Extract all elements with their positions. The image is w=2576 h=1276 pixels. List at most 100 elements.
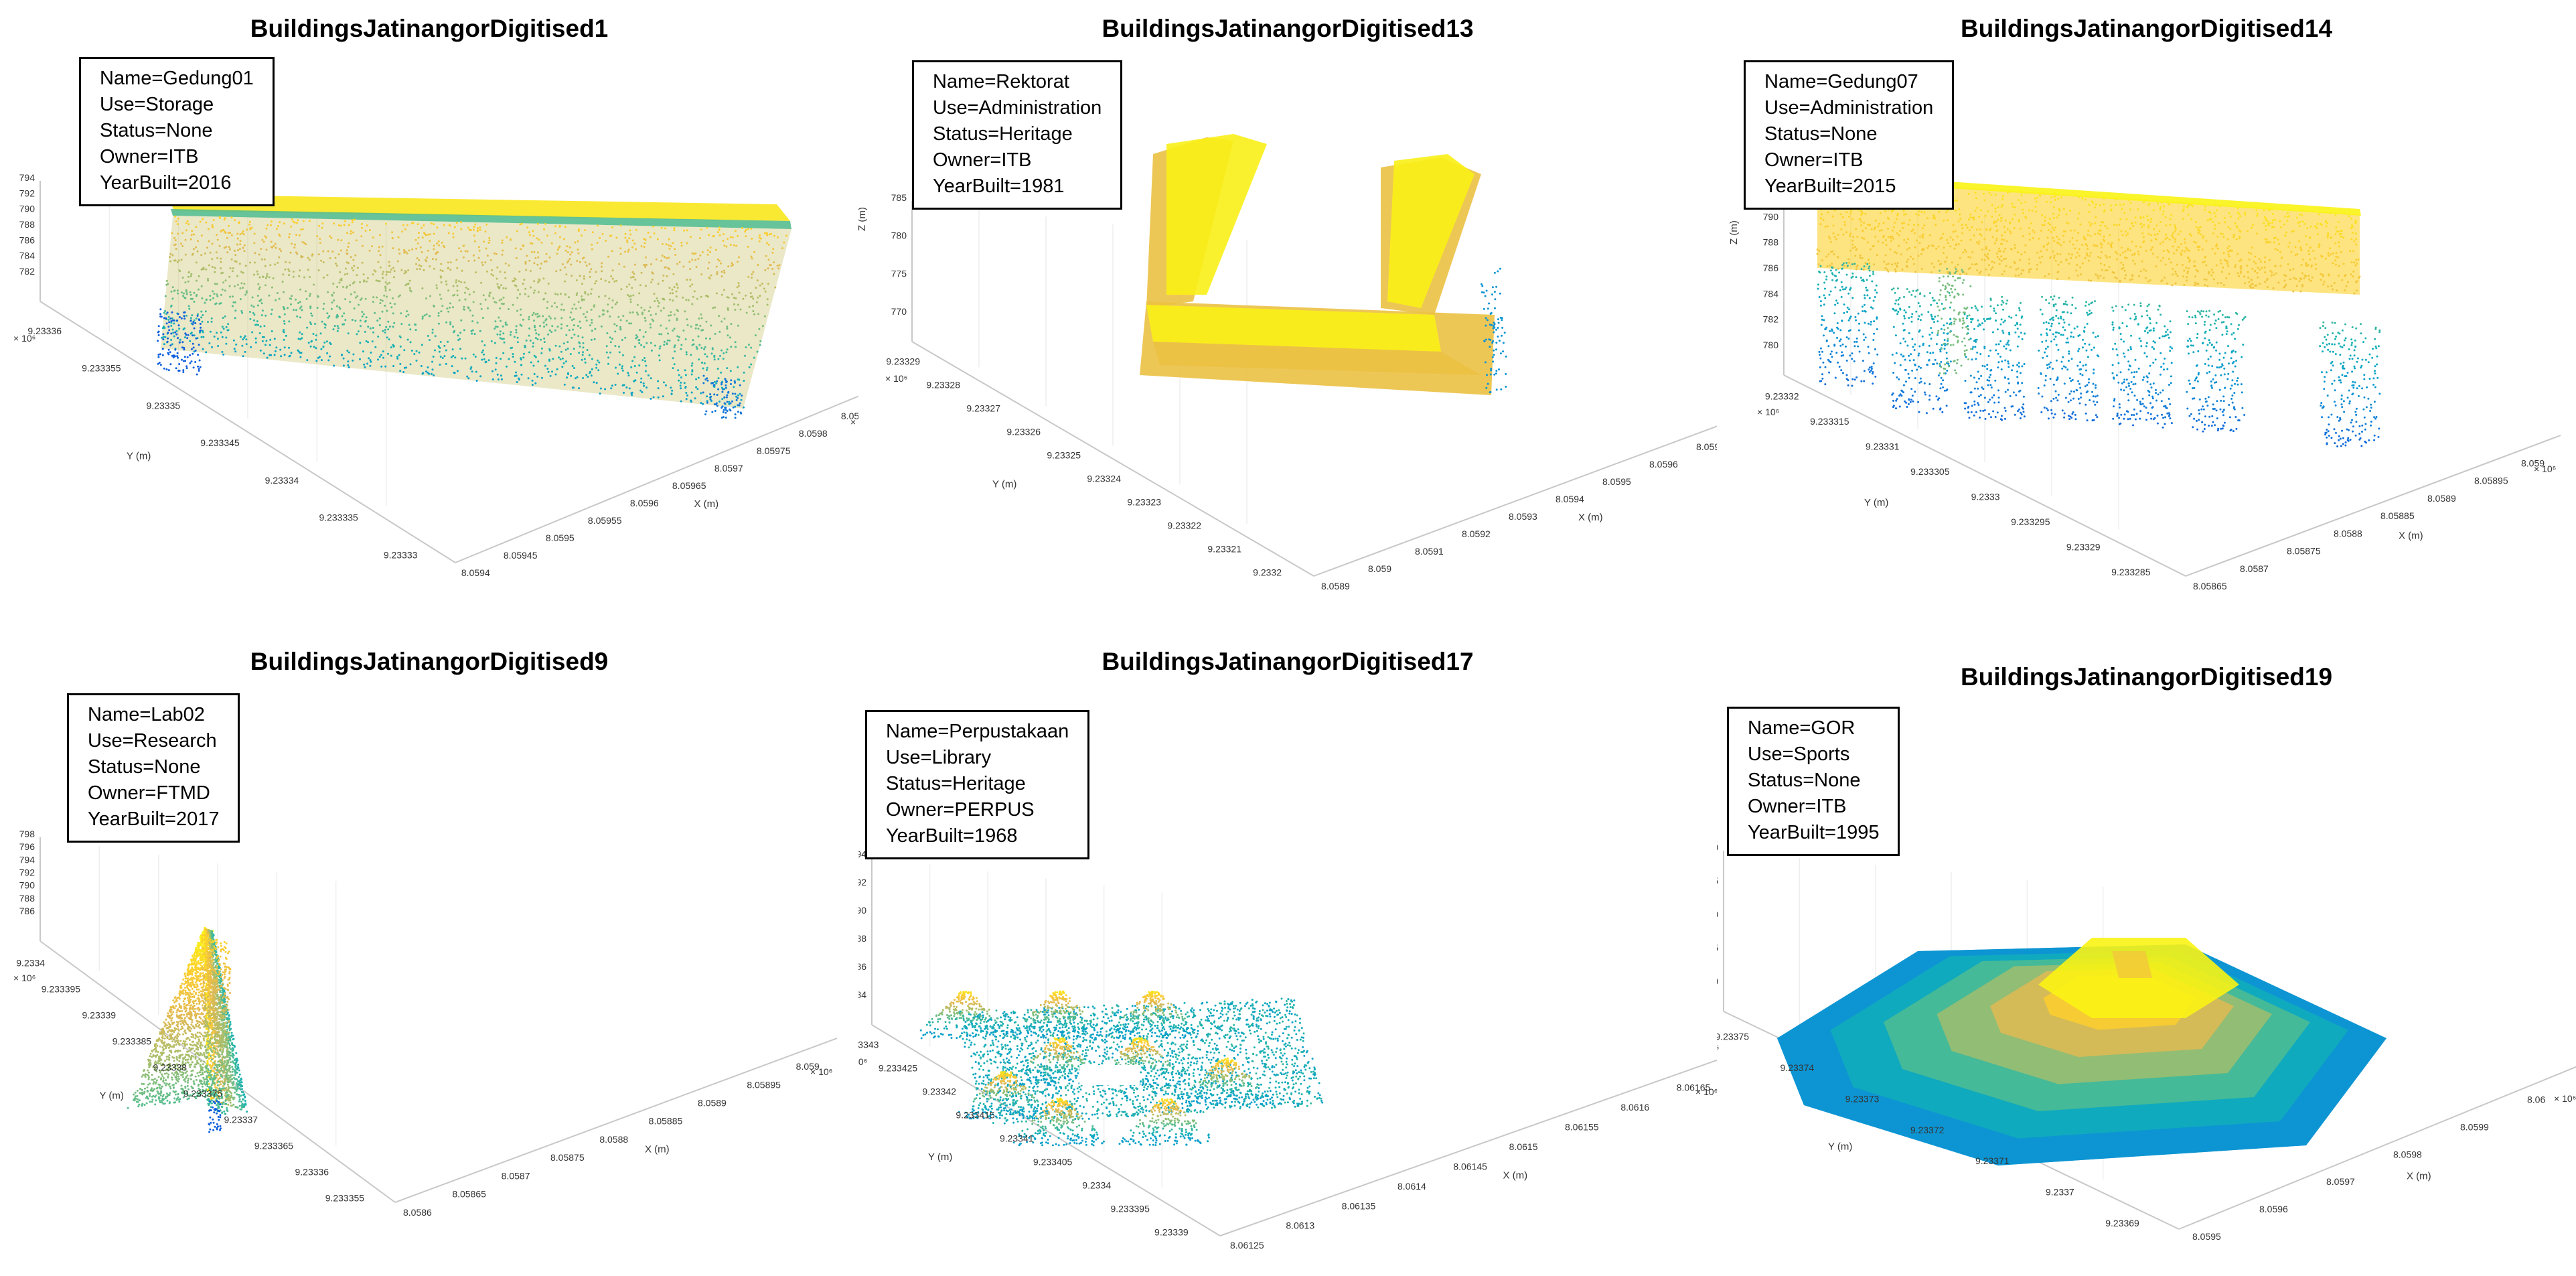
facade-point [350,293,352,295]
stilt-point [2020,411,2022,414]
stilt-point [1821,315,1823,317]
roof-point [2087,230,2090,232]
stilt-point [2062,334,2064,336]
facade-point [382,350,384,353]
facade-point [725,245,728,248]
facade-point [508,358,510,360]
facade-point [731,293,734,295]
roof-point [2256,232,2258,235]
facade-point [650,349,653,352]
stilt-point [2149,322,2151,325]
facade-point [598,315,601,317]
facade-point [361,315,364,317]
roof-point [1991,260,1993,263]
stilt-point [1876,328,1878,330]
facade-point [323,302,325,305]
facade-point [759,234,761,236]
facade-point [193,291,196,294]
roof-point [2094,233,2097,236]
roof-point [2040,250,2042,253]
facade-point [618,263,621,265]
facade-point [549,317,552,320]
stilt-point [1934,315,1937,318]
roof-point [2227,251,2230,253]
roof-point [2088,259,2090,262]
stilt-point [725,407,727,409]
stilt-point [1863,339,1866,341]
facade-point [501,239,504,242]
facade-point [309,307,312,309]
facade-point [749,295,752,298]
facade-point [448,224,451,226]
roof-point [2165,233,2168,236]
roof-point [2292,290,2295,293]
facade-point [554,317,556,320]
facade-point [703,362,706,364]
roof-point [2012,206,2014,208]
facade-point [540,352,543,354]
roof-point [1978,216,1980,218]
roof-point [2113,224,2116,226]
facade-point [391,236,394,239]
stilt-point [1923,391,1926,394]
facade-point [560,350,562,353]
stilt-point [1860,380,1863,382]
facade-point [745,346,747,348]
facade-point [229,295,232,298]
facade-point [534,257,537,259]
facade-point [438,350,441,353]
facade-point [534,337,537,340]
facade-point [258,288,260,291]
roof-point [1891,263,1894,266]
facade-point [257,324,260,326]
facade-point [207,228,210,230]
stilt-point [1855,319,1858,322]
facade-point [1493,354,1495,356]
stilt-point [2023,363,2026,365]
roof-point [2307,249,2310,252]
roof-point [2292,268,2295,271]
stilt-point [2019,417,2022,419]
facade-point [569,246,571,249]
facade-point [753,251,756,253]
facade-point [174,243,177,246]
roof-point [2122,263,2125,266]
roof-point [2334,259,2337,262]
facade-point [624,251,627,253]
stilt-point [2053,295,2056,297]
roof-point [2244,213,2247,216]
facade-point [335,316,338,319]
facade-point [554,329,556,332]
facade-point [516,381,518,383]
stilt-point [1870,366,1873,368]
roof-point [2329,247,2331,250]
facade-point [357,330,360,333]
facade-point [512,356,514,358]
facade-point [757,313,760,315]
stilt-point [2058,297,2060,299]
facade-point [204,301,206,304]
roof-point [2144,277,2147,279]
facade-point [542,277,545,280]
facade-point [398,253,401,255]
facade-point [524,293,526,295]
facade-point [169,256,171,259]
facade-point [706,249,709,252]
facade-point [475,370,477,373]
info-use: Use=Storage [100,94,214,115]
facade-point [609,315,611,317]
stilt-point [1876,317,1878,320]
facade-point [631,246,633,249]
facade-point [594,328,597,330]
facade-point [718,401,721,403]
facade-point [220,229,223,232]
facade-point [276,292,279,294]
stilt-point [2043,407,2046,409]
roof-point [2255,209,2258,212]
stilt-point [1993,394,1995,397]
facade-point [562,309,565,311]
facade-point [307,269,309,271]
facade-point [463,329,465,332]
facade-point [218,303,221,305]
stilt-point [1946,322,1949,325]
